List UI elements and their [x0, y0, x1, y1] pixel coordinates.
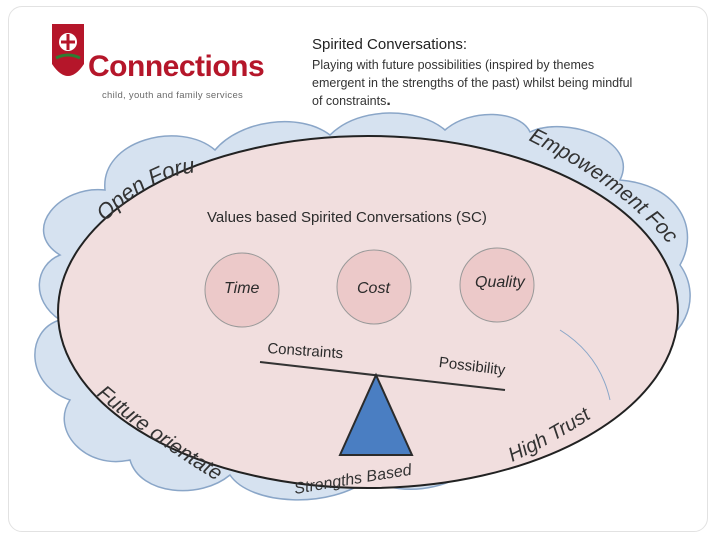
quality-circle [459, 247, 535, 323]
decorative-arc [559, 329, 611, 401]
uniting-care-badge-icon [52, 24, 84, 76]
logo-wordmark: Connections [88, 50, 265, 83]
fulcrum-triangle [338, 372, 414, 456]
logo-tagline: child, youth and family services [102, 90, 244, 101]
subtitle-end: . [386, 92, 391, 109]
subtitle-text: Playing with future possibilities (inspi… [312, 58, 633, 108]
time-circle [204, 252, 280, 328]
slide-title: Spirited Conversations: [312, 36, 468, 53]
connections-logo: Connections child, youth and family serv… [48, 18, 268, 108]
slide-frame [8, 6, 708, 532]
cost-label: Cost [357, 280, 390, 297]
center-label: Values based Spirited Conversations (SC) [207, 209, 487, 226]
quality-label: Quality [475, 274, 525, 291]
balance-beam [259, 361, 506, 391]
cost-circle [336, 249, 412, 325]
time-label: Time [224, 280, 260, 297]
slide-subtitle: Playing with future possibilities (inspi… [312, 56, 642, 110]
